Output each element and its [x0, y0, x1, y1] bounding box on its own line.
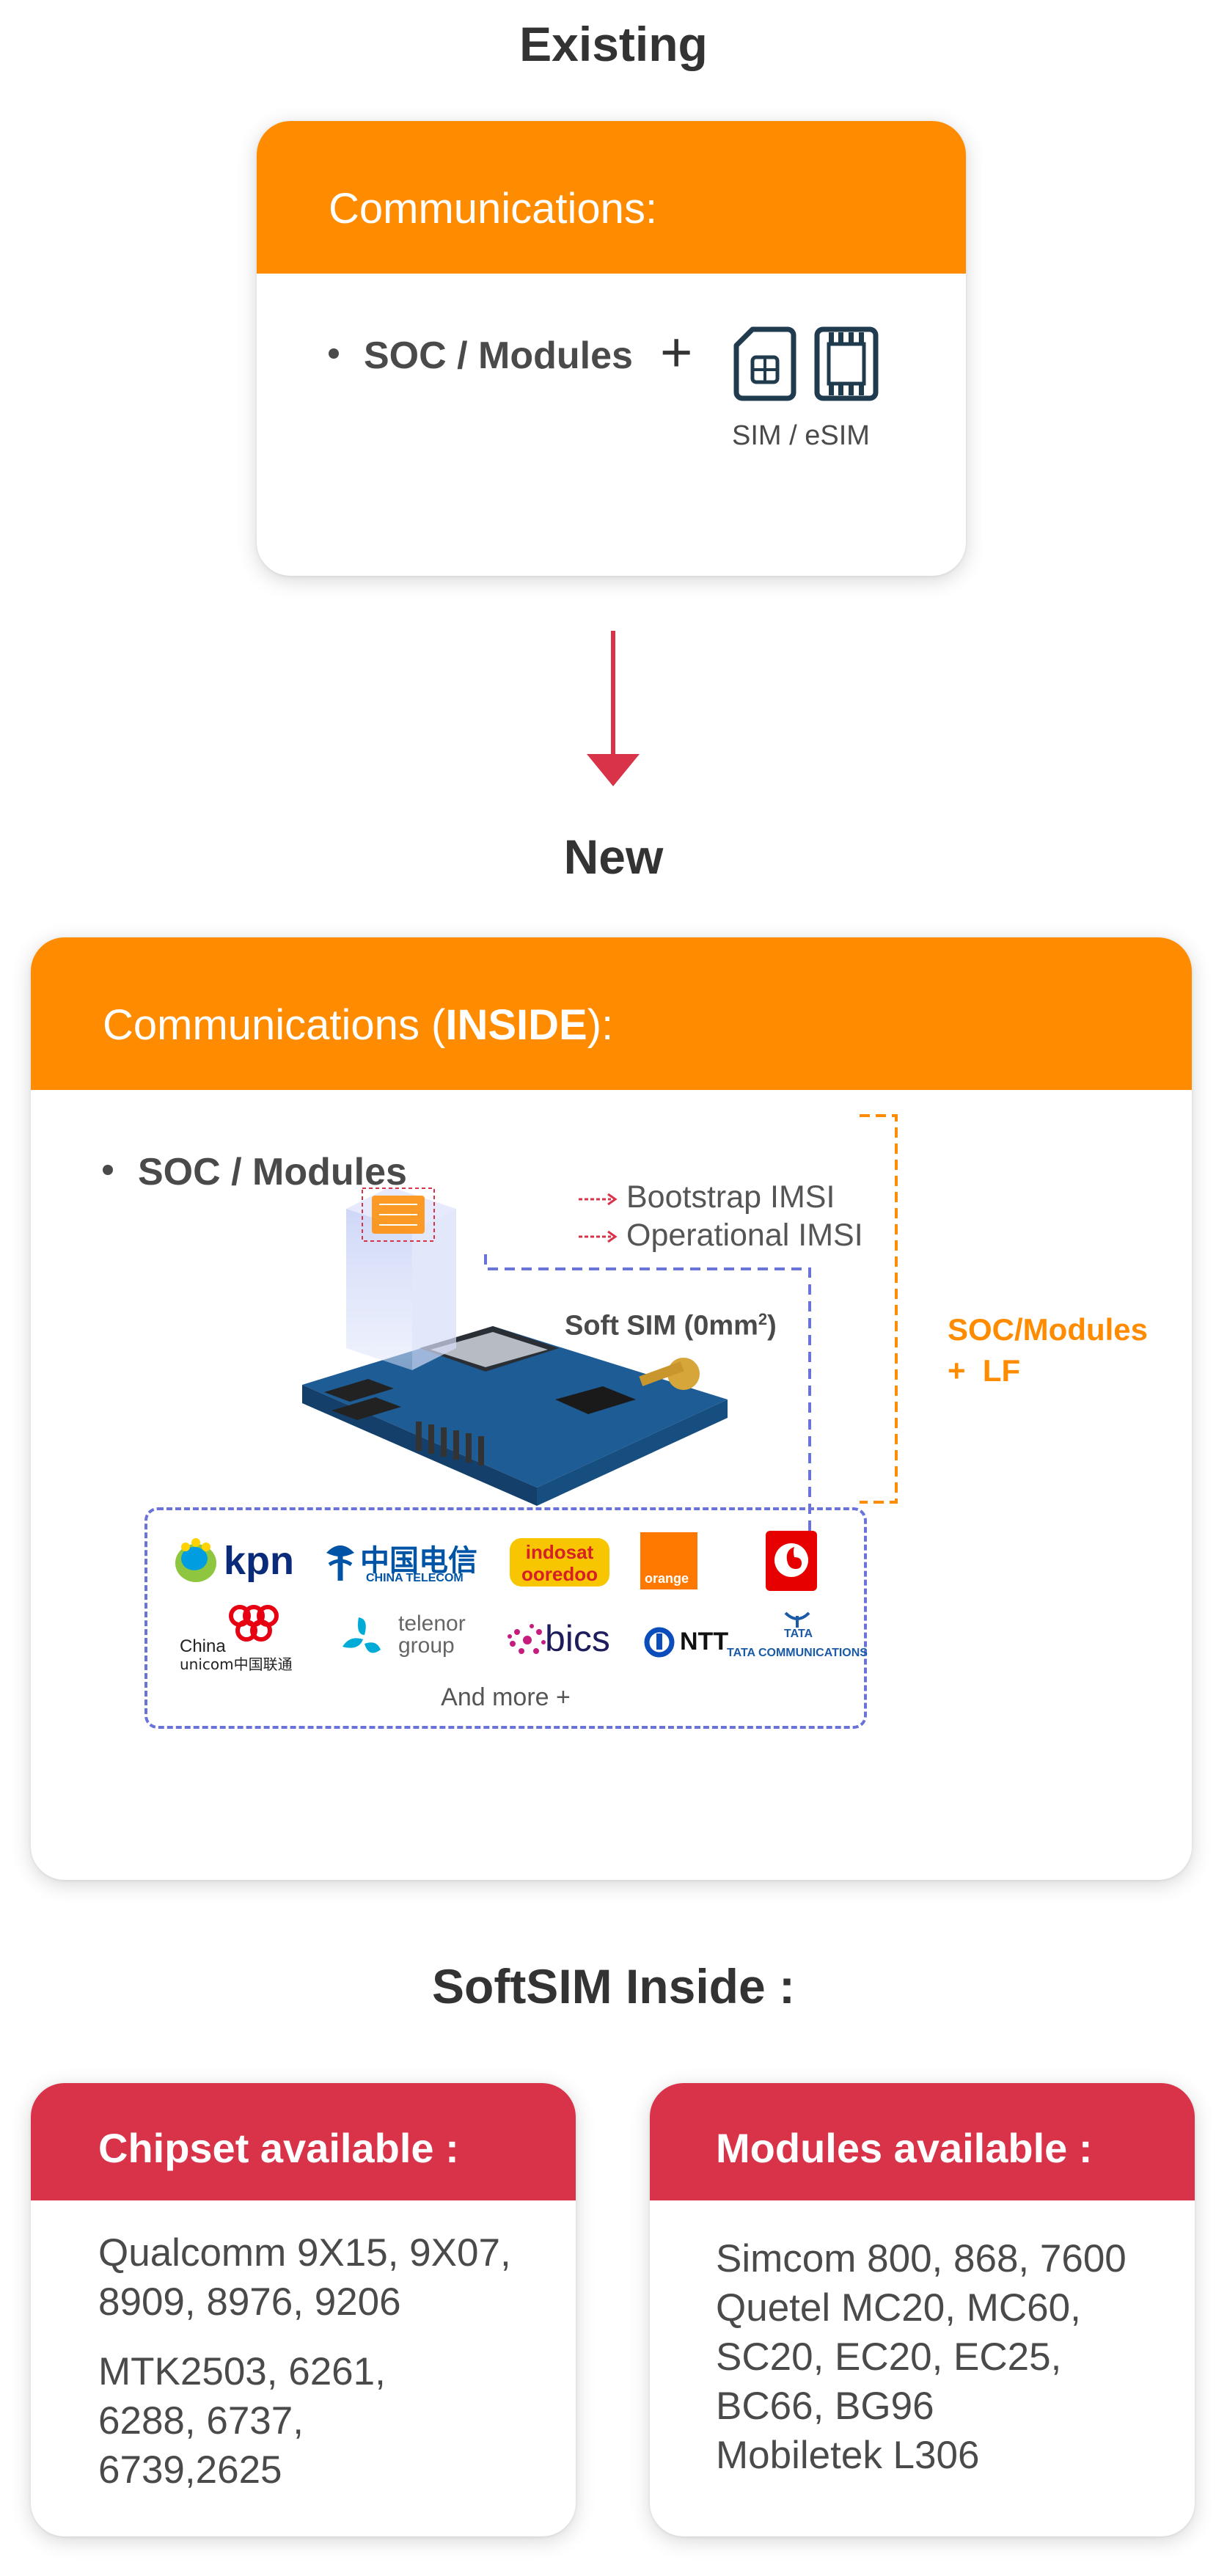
new-header-suffix: ): — [587, 1001, 614, 1049]
china-telecom-en: CHINA TELECOM — [366, 1572, 464, 1584]
softsim-label-sup: 2 — [758, 1310, 768, 1328]
telenor-propeller-icon — [343, 1617, 381, 1653]
telenor-logo: telenor group — [340, 1611, 479, 1670]
telenor-text-2: group — [398, 1633, 455, 1658]
new-header-prefix: Communications ( — [103, 1001, 446, 1049]
modules-card-header: Modules available : — [650, 2083, 1195, 2200]
vodafone-logo — [766, 1531, 817, 1591]
plus-sign: + — [660, 321, 693, 384]
sim-esim-caption: SIM / eSIM — [732, 420, 870, 451]
sim-board-illustration — [302, 1187, 728, 1506]
ntt-ring-icon — [644, 1627, 675, 1658]
new-title: New — [563, 830, 664, 884]
new-bullet-label: SOC / Modules — [138, 1151, 407, 1193]
ntt-logo: NTT — [643, 1622, 739, 1663]
new-bullet: SOC / Modules — [103, 1150, 407, 1194]
chipset-card: Chipset available : Qualcomm 9X15, 9X07,… — [31, 2083, 576, 2536]
indosat-ooredoo-logo: indosat ooredoo — [510, 1538, 609, 1587]
esim-chip-icon — [814, 326, 879, 401]
modules-list: Simcom 800, 868, 7600 Quetel MC20, MC60,… — [716, 2237, 1127, 2477]
softsim-connector — [484, 1254, 811, 1561]
softsim-title: SoftSIM Inside : — [432, 1959, 795, 2013]
indosat-text: indosat — [525, 1541, 594, 1563]
china-unicom-knot-icon — [229, 1605, 279, 1642]
softsim-label: Soft SIM (0mm2) — [565, 1310, 777, 1342]
modules-card: Modules available : Simcom 800, 868, 760… — [650, 2083, 1195, 2536]
and-more-label: And more + — [441, 1683, 571, 1711]
new-card-header: Communications (INSIDE): — [31, 937, 1192, 1090]
new-card: Communications (INSIDE): SOC / Modules — [31, 937, 1192, 1880]
vodafone-quote-icon — [774, 1543, 808, 1577]
soc-lf-line1: SOC/Modules — [948, 1312, 1149, 1347]
china-unicom-text-1: China — [180, 1636, 226, 1656]
new-header-bold: INSIDE — [445, 1001, 587, 1049]
soc-lf-label: SOC/Modules + LF — [948, 1309, 1148, 1391]
tata-logo: TATA TATA COMMUNICATIONS — [727, 1610, 868, 1669]
bics-logo: bics — [507, 1616, 617, 1667]
china-unicom-logo: China unicom中国联通 — [180, 1604, 304, 1673]
bootstrap-imsi-label: Bootstrap IMSI — [626, 1179, 835, 1215]
existing-bullet-label: SOC / Modules — [364, 334, 633, 377]
bics-text: bics — [545, 1618, 610, 1659]
soc-lf-line2: + LF — [948, 1353, 1021, 1388]
soc-lf-bracket — [860, 1114, 898, 1504]
orange-logo: orange — [640, 1532, 697, 1589]
operators-box: kpn 中国电信 CHINA TELECOM indosat ooredoo o… — [144, 1507, 868, 1729]
bics-dots-icon — [508, 1624, 546, 1654]
softsim-label-close: ) — [767, 1310, 777, 1342]
existing-card: Communications: SOC / Modules + SIM / eS… — [257, 121, 966, 576]
bullet-dot — [329, 348, 339, 359]
arrow-down-icon — [587, 631, 640, 786]
tata-emblem-icon — [784, 1611, 810, 1628]
sim-card-icon — [733, 326, 796, 401]
chipset-card-header: Chipset available : — [31, 2083, 576, 2200]
modules-header-label: Modules available : — [716, 2125, 1093, 2171]
telenor-text-1: telenor — [398, 1611, 466, 1636]
tata-text-1: TATA — [784, 1628, 813, 1640]
kpn-crown-icon — [175, 1538, 216, 1582]
softsim-label-text: Soft SIM (0mm — [565, 1310, 758, 1342]
kpn-text: kpn — [224, 1539, 295, 1583]
operational-imsi-label: Operational IMSI — [626, 1218, 863, 1253]
china-telecom-logo: 中国电信 CHINA TELECOM — [322, 1532, 477, 1591]
china-unicom-text-2: unicom中国联通 — [180, 1655, 293, 1673]
existing-card-header: Communications: — [257, 121, 966, 274]
orange-text: orange — [645, 1571, 689, 1586]
existing-title: Existing — [519, 17, 708, 71]
bullet-dot — [103, 1165, 113, 1176]
chipset-header-label: Chipset available : — [98, 2125, 459, 2171]
chipset-item-2: MTK2503, 6261, 6288, 6737, 6739,2625 — [98, 2350, 386, 2492]
bootstrap-arrow-icon — [579, 1193, 618, 1206]
china-telecom-cn: 中国电信 — [360, 1544, 477, 1578]
existing-header-label: Communications: — [329, 185, 658, 233]
kpn-logo: kpn — [172, 1532, 304, 1591]
ntt-text: NTT — [680, 1628, 729, 1655]
operational-arrow-icon — [579, 1230, 618, 1243]
china-telecom-swirl-icon — [326, 1545, 354, 1581]
existing-bullet: SOC / Modules — [329, 334, 633, 378]
ooredoo-text: ooredoo — [521, 1563, 598, 1585]
chipset-item-1: Qualcomm 9X15, 9X07, 8909, 8976, 9206 — [98, 2231, 511, 2324]
tata-text-2: TATA COMMUNICATIONS — [727, 1647, 868, 1659]
